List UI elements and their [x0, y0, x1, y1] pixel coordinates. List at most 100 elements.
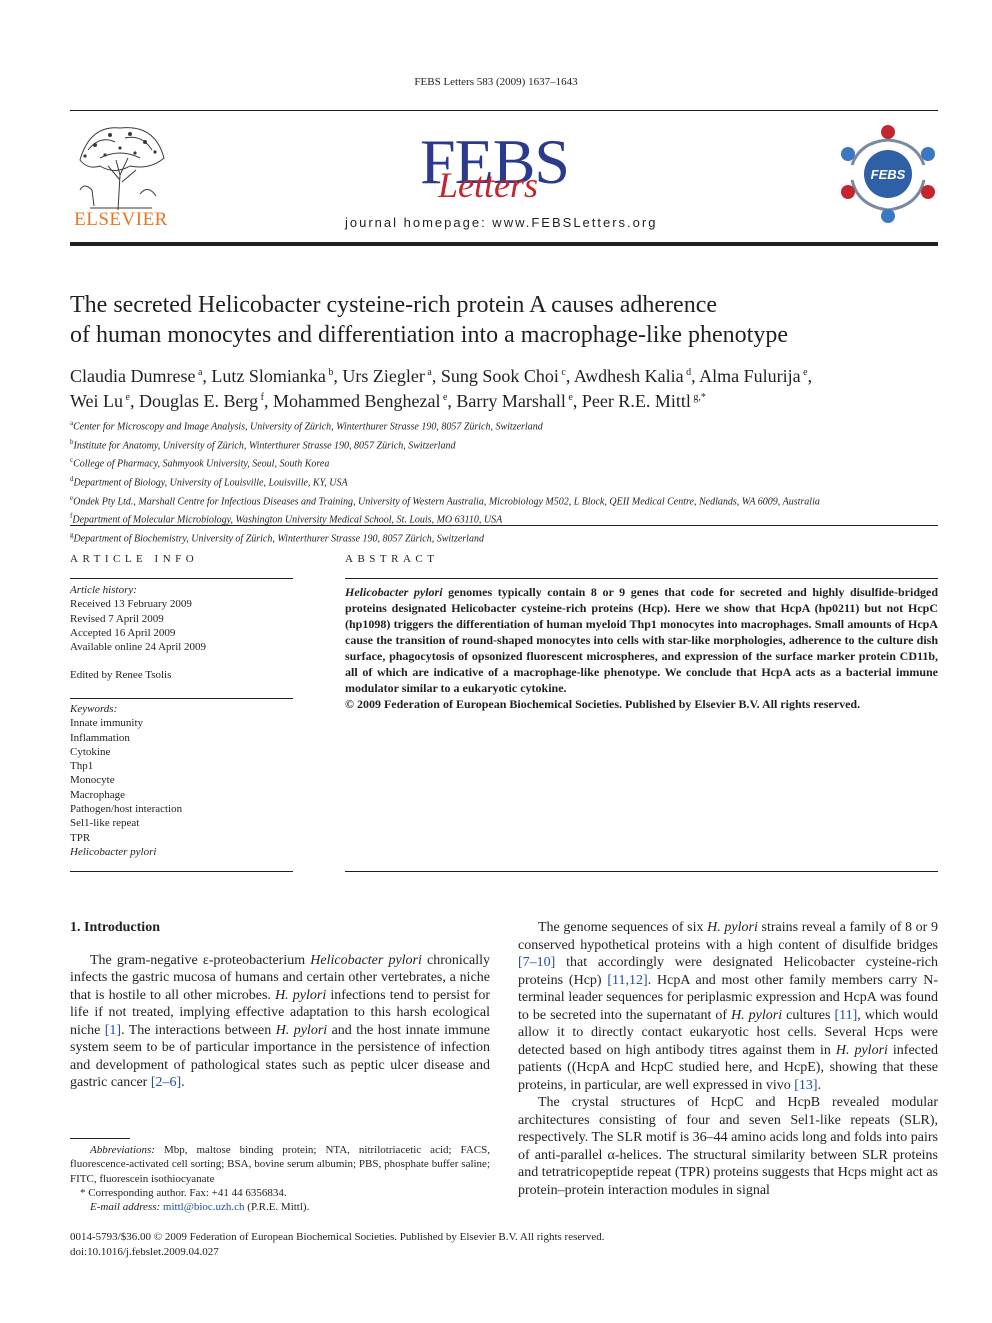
citation-link[interactable]: [11,12]: [607, 972, 648, 988]
author-list: Claudia Dumrese a, Lutz Slomianka b, Urs…: [70, 362, 940, 412]
keywords-label: Keywords:: [70, 703, 118, 715]
author-name: Peer R.E. Mittl: [581, 391, 691, 411]
article-info-rule: [70, 871, 293, 872]
intro-right-column: The genome sequences of six H. pylori st…: [518, 919, 938, 1199]
journal-reference: FEBS Letters 583 (2009) 1637–1643: [414, 76, 578, 88]
febs-emblem-label: FEBS: [871, 167, 906, 182]
history-item: Available online 24 April 2009: [70, 641, 207, 654]
affiliation: gDepartment of Biochemistry, University …: [70, 530, 484, 545]
author-affiliation-marker: e: [440, 392, 448, 403]
author-affiliation-marker: e: [565, 392, 573, 403]
keyword-item: Inflammation: [70, 731, 130, 744]
keyword-item: Sel1-like repeat: [70, 817, 140, 830]
author-name: Sung Sook Choi: [440, 366, 559, 386]
affiliation-marker: f: [70, 512, 73, 521]
affiliation: dDepartment of Biology, University of Lo…: [70, 474, 348, 489]
affiliation-marker: b: [70, 437, 74, 446]
author-name: Douglas E. Berg: [139, 391, 259, 411]
letters-wordmark: Letters: [438, 165, 539, 205]
keyword-item: TPR: [70, 831, 91, 844]
author-affiliation-marker: b: [325, 367, 334, 378]
email-footnote: E-mail address: mittl@bioc.uzh.ch (P.R.E…: [90, 1201, 310, 1214]
section-rule: [70, 525, 938, 526]
affiliation: eOndek Pty Ltd., Marshall Centre for Inf…: [70, 493, 820, 507]
author-name: Awdhesh Kalia: [573, 366, 684, 386]
keyword-item: Cytokine: [70, 745, 111, 758]
article-title: The secreted Helicobacter cysteine-rich …: [70, 290, 930, 350]
keyword-item: Innate immunity: [70, 717, 144, 730]
keyword-item: Pathogen/host interaction: [70, 803, 183, 816]
journal-homepage: journal homepage: www.FEBSLetters.org: [345, 215, 658, 230]
footnote-rule: [70, 1138, 130, 1139]
febs-letters-logo: FEBS Letters: [420, 130, 600, 210]
author-line-2: Wei Lu e, Douglas E. Berg f, Mohammed Be…: [70, 391, 706, 411]
citation-link[interactable]: [2–6]: [150, 1075, 182, 1090]
affiliation: bInstitute for Anatomy, University of Zü…: [70, 437, 456, 451]
title-line-1: The secreted Helicobacter cysteine-rich …: [70, 292, 718, 318]
author-name: Urs Ziegler: [342, 366, 425, 386]
citation-link[interactable]: [13]: [794, 1077, 818, 1093]
abstract-text: genomes typically contain 8 or 9 genes t…: [345, 585, 938, 695]
elsevier-wordmark: ELSEVIER: [74, 209, 168, 230]
author-line-1: Claudia Dumrese a, Lutz Slomianka b, Urs…: [70, 366, 813, 386]
header-thick-rule: [70, 242, 938, 246]
affiliation-marker: c: [70, 456, 74, 465]
affiliation-list: aCenter for Microscopy and Image Analysi…: [70, 416, 950, 546]
abbreviations-footnote: Abbreviations: Mbp, maltose binding prot…: [70, 1144, 490, 1185]
keyword-item: Monocyte: [70, 774, 115, 787]
title-line-2: of human monocytes and differentiation i…: [70, 322, 788, 348]
affiliation-marker: a: [70, 419, 74, 427]
author-name: Alma Fulurija: [699, 366, 801, 386]
corresponding-author: * Corresponding author. Fax: +41 44 6356…: [80, 1186, 287, 1199]
paragraph: The crystal structures of HcpC and HcpB …: [518, 1095, 938, 1198]
abstract-body: Helicobacter pylori genomes typically co…: [345, 584, 938, 712]
author-affiliation-marker: e: [123, 392, 130, 403]
section-heading: 1. Introduction: [70, 920, 160, 935]
affiliation-marker: g: [70, 530, 74, 539]
paragraph: The gram-negative ε-proteobacterium Heli…: [70, 952, 490, 1091]
history-label: Article history:: [70, 584, 137, 596]
author-name: Wei Lu: [70, 391, 124, 411]
febs-emblem: FEBS: [836, 120, 940, 226]
copyright-footer: 0014-5793/$36.00 © 2009 Federation of Eu…: [70, 1230, 770, 1260]
author-name: Barry Marshall: [456, 391, 566, 411]
affiliation: fDepartment of Molecular Microbiology, W…: [70, 512, 503, 526]
citation-link[interactable]: [1]: [104, 1022, 122, 1038]
affiliation: cCollege of Pharmacy, Sahmyook Universit…: [70, 456, 330, 470]
author-affiliation-marker: g,*: [690, 392, 706, 403]
author-affiliation-marker: a: [195, 367, 203, 378]
keywords: Keywords: Innate immunity Inflammation C…: [70, 702, 300, 859]
citation-link[interactable]: [7–10]: [518, 955, 556, 970]
affiliation-marker: e: [70, 493, 74, 502]
article-info-rule: [70, 578, 293, 579]
paragraph: The genome sequences of six H. pylori st…: [518, 920, 938, 1093]
author-affiliation-marker: d: [683, 367, 692, 378]
article-info-rule: [70, 698, 293, 699]
abstract-rule: [345, 578, 938, 579]
history-item: Revised 7 April 2009: [70, 612, 164, 625]
abstract-copyright: © 2009 Federation of European Biochemica…: [345, 697, 861, 711]
abstract-rule: [345, 871, 938, 872]
author-affiliation-marker: c: [558, 367, 566, 378]
doi-line: doi:10.1016/j.febslet.2009.04.027: [70, 1246, 219, 1258]
keyword-item: Thp1: [70, 760, 94, 773]
author-name: Claudia Dumrese: [70, 366, 196, 386]
intro-left-column: 1. Introduction The gram-negative ε-prot…: [70, 919, 490, 1092]
affiliation-marker: d: [70, 474, 74, 483]
author-name: Mohammed Benghezal: [273, 391, 441, 411]
footnotes: Abbreviations: Mbp, maltose binding prot…: [70, 1143, 490, 1214]
issn-line: 0014-5793/$36.00 © 2009 Federation of Eu…: [70, 1231, 605, 1243]
author-name: Lutz Slomianka: [211, 366, 326, 386]
abstract-species: Helicobacter pylori: [345, 585, 443, 599]
citation-link[interactable]: [11]: [834, 1007, 858, 1023]
affiliation: aCenter for Microscopy and Image Analysi…: [70, 419, 543, 433]
keyword-item: Macrophage: [70, 788, 125, 801]
elsevier-logo: ELSEVIER: [70, 120, 172, 235]
author-affiliation-marker: a: [424, 367, 432, 378]
history-item: Received 13 February 2009: [70, 598, 192, 611]
author-affiliation-marker: e: [800, 367, 808, 378]
febs-molecule-icon: FEBS: [841, 125, 935, 223]
email-link[interactable]: mittl@bioc.uzh.ch: [162, 1201, 245, 1214]
header-rule: [70, 110, 938, 111]
keyword-item: Helicobacter pylori: [70, 845, 157, 858]
